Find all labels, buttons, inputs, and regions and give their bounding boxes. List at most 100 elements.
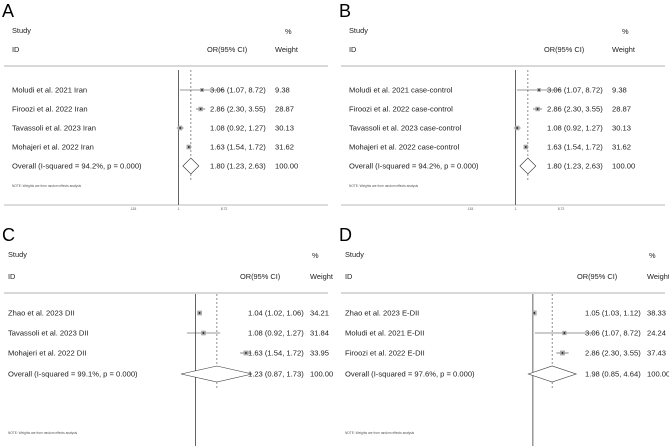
weight-text: 30.13 <box>612 124 631 133</box>
ci-text: 3.06 (1.07, 8.72) <box>210 86 266 95</box>
overall-label: Overall (I-squared = 97.6%, p = 0.000) <box>345 370 475 379</box>
tick-label: .115 <box>130 207 136 211</box>
header-percent: % <box>312 251 319 260</box>
ci-text: 1.08 (0.92, 1.27) <box>248 329 304 338</box>
header-study: Study <box>8 250 27 259</box>
study-label: Firoozi et al. 2022 Iran <box>12 105 88 114</box>
header-estimate: OR(95% CI) <box>544 45 584 54</box>
panel-label-a: A <box>2 1 14 21</box>
overall-diamond <box>527 365 578 383</box>
tick-label: 1 <box>515 207 517 211</box>
weights-note: NOTE: Weights are from random effects an… <box>8 431 78 435</box>
overall-weight-text: 100.00 <box>310 370 333 379</box>
overall-diamond <box>182 157 200 175</box>
ci-text: 1.63 (1.54, 1.72) <box>248 349 304 358</box>
overall-label: Overall (I-squared = 99.1%, p = 0.000) <box>8 370 138 379</box>
study-label: Tavassoli et al. 2023 case-control <box>349 124 462 133</box>
ci-text: 2.86 (2.30, 3.55) <box>547 105 603 114</box>
point-estimate <box>536 108 539 110</box>
overall-label: Overall (I-squared = 94.2%, p = 0.000) <box>12 162 142 171</box>
study-label: Moludi et al. 2021 Iran <box>12 86 87 95</box>
weight-text: 34.21 <box>310 309 329 318</box>
weight-text: 33.95 <box>310 349 329 358</box>
weight-text: 31.84 <box>310 329 329 338</box>
header-weight: Weight <box>275 45 298 54</box>
weight-text: 28.87 <box>612 105 631 114</box>
header-study: Study <box>345 250 364 259</box>
overall-weight-text: 100.00 <box>275 162 298 171</box>
overall-ci-text: 1.80 (1.23, 2.63) <box>210 162 266 171</box>
point-estimate <box>524 146 527 148</box>
weight-text: 9.38 <box>275 86 290 95</box>
tick-label: 1 <box>178 207 180 211</box>
weight-text: 38.33 <box>647 309 666 318</box>
header-estimate: OR(95% CI) <box>577 272 617 281</box>
study-label: Moludi et al. 2021 E-DII <box>345 329 424 338</box>
tick-label: .115 <box>467 207 473 211</box>
weights-note: NOTE: Weights are from random effects an… <box>12 184 82 188</box>
weights-note: NOTE: Weights are from random effects an… <box>345 431 415 435</box>
ci-text: 3.06 (1.07, 8.72) <box>547 86 603 95</box>
weight-text: 37.43 <box>647 349 666 358</box>
point-estimate <box>199 108 202 110</box>
overall-weight-text: 100.00 <box>612 162 635 171</box>
weight-text: 24.24 <box>647 329 666 338</box>
weight-text: 28.87 <box>275 105 294 114</box>
point-estimate <box>245 352 247 354</box>
overall-weight-text: 100.00 <box>647 370 669 379</box>
tick-label: 8.72 <box>221 207 228 211</box>
header-id: ID <box>8 272 15 281</box>
weight-text: 30.13 <box>275 124 294 133</box>
study-label: Firoozi et al. 2022 E-DII <box>345 349 425 358</box>
ci-text: 1.04 (1.02, 1.06) <box>248 309 304 318</box>
point-estimate <box>187 146 190 148</box>
overall-diamond <box>181 365 253 383</box>
ci-text: 3.06 (1.07, 8.72) <box>585 329 641 338</box>
panel-label-b: B <box>339 1 351 21</box>
weights-note: NOTE: Weights are from random effects an… <box>349 184 419 188</box>
header-id: ID <box>12 45 19 54</box>
weight-text: 31.62 <box>612 143 631 152</box>
point-estimate <box>201 89 203 91</box>
point-estimate <box>179 127 182 129</box>
ci-text: 1.63 (1.54, 1.72) <box>547 143 603 152</box>
overall-label: Overall (I-squared = 94.2%, p = 0.000) <box>349 162 479 171</box>
header-study: Study <box>349 26 368 35</box>
panel-label-d: D <box>339 225 352 245</box>
header-study: Study <box>12 26 31 35</box>
point-estimate <box>533 312 536 314</box>
header-estimate: OR(95% CI) <box>207 45 247 54</box>
header-id: ID <box>349 45 356 54</box>
header-percent: % <box>285 27 292 36</box>
study-label: Zhao et al. 2023 DII <box>8 309 75 318</box>
study-label: Mohajeri et al. 2022 Iran <box>12 143 94 152</box>
ci-text: 1.63 (1.54, 1.72) <box>210 143 266 152</box>
header-id: ID <box>345 272 352 281</box>
ci-text: 2.86 (2.30, 3.55) <box>585 349 641 358</box>
study-label: Zhao et al. 2023 E-DII <box>345 309 419 318</box>
study-label: Mohajeri et al. 2022 DII <box>8 349 87 358</box>
point-estimate <box>202 332 205 334</box>
overall-ci-text: 1.98 (0.85, 4.64) <box>585 370 641 379</box>
header-percent: % <box>622 27 629 36</box>
ci-text: 1.05 (1.03, 1.12) <box>585 309 641 318</box>
study-label: Tavassoli et al. 2023 Iran <box>12 124 96 133</box>
study-label: Firoozi et al. 2022 case-control <box>349 105 453 114</box>
study-label: Moludi et al. 2021 case-control <box>349 86 453 95</box>
header-weight: Weight <box>310 272 333 281</box>
panel-label-c: C <box>2 225 15 245</box>
overall-ci-text: 1.80 (1.23, 2.63) <box>547 162 603 171</box>
tick-label: 8.72 <box>558 207 565 211</box>
study-label: Mohajeri et al. 2022 case-control <box>349 143 459 152</box>
header-estimate: OR(95% CI) <box>240 272 280 281</box>
overall-diamond <box>519 157 537 175</box>
study-label: Tavassoli et al. 2023 DII <box>8 329 89 338</box>
